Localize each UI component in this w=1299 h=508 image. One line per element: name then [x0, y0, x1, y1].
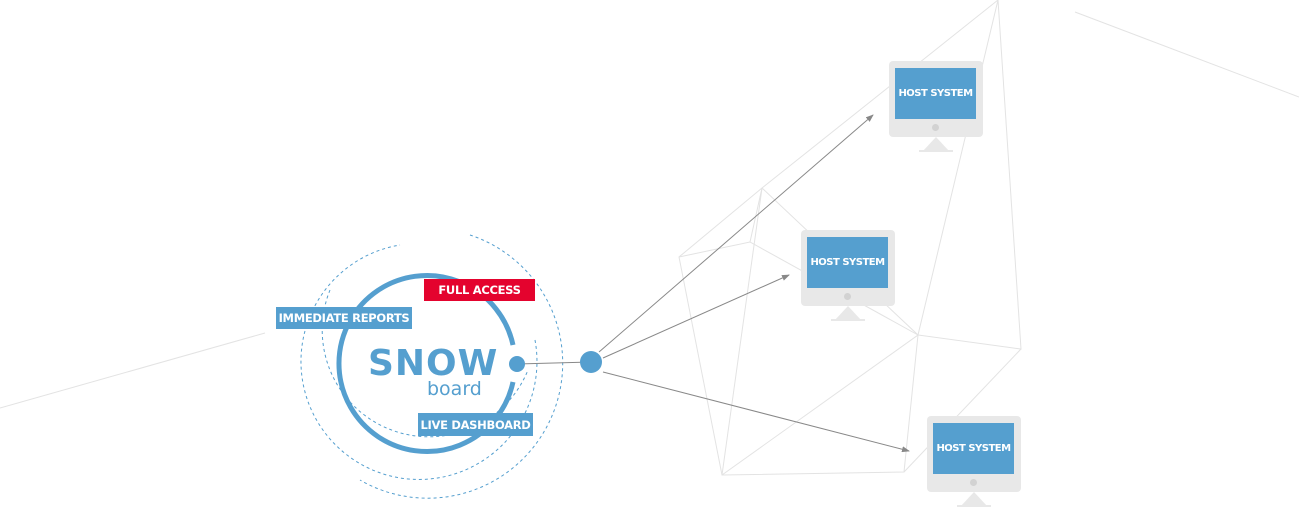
connection-arrows [598, 114, 910, 453]
logo-snow: SNOW [368, 343, 499, 384]
host-label: HOST SYSTEM [933, 423, 1014, 474]
host-system-monitor: HOST SYSTEM [927, 416, 1021, 507]
full-access-tag: FULL ACCESS [424, 279, 535, 301]
host-label: HOST SYSTEM [895, 68, 976, 119]
host-label: HOST SYSTEM [807, 237, 888, 288]
connector-dot [509, 356, 525, 372]
logo-board: board [427, 378, 482, 400]
background-mesh [0, 0, 1299, 476]
host-system-monitor: HOST SYSTEM [801, 230, 895, 321]
hub-node [580, 351, 602, 373]
immediate-reports-tag: IMMEDIATE REPORTS [276, 307, 412, 329]
live-dashboard-tag: LIVE DASHBOARD [418, 413, 533, 436]
host-system-monitor: HOST SYSTEM [889, 61, 983, 152]
